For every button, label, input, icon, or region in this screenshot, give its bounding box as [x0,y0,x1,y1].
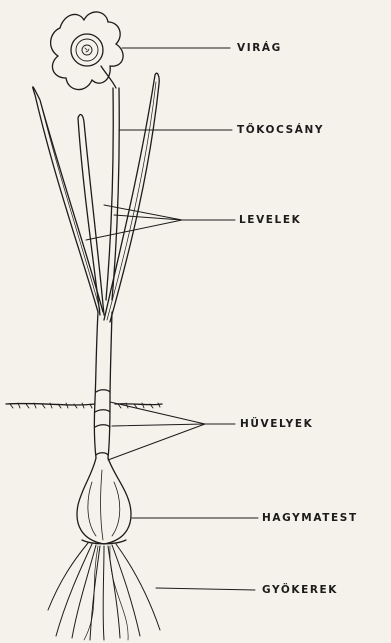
label-stalk: TŐKOCSÁNY [237,124,324,136]
ground-line [6,403,162,408]
roots [48,543,160,640]
label-flower: VIRÁG [237,42,282,54]
stalk [106,88,119,300]
label-sheaths: HÜVELYEK [240,418,313,430]
label-roots: GYÖKEREK [262,584,338,596]
bulb [77,458,131,544]
sheath-neck [94,312,112,458]
label-bulb: HAGYMATEST [262,512,358,524]
flower [51,12,124,90]
label-leaves: LEVELEK [239,214,301,226]
leaves [33,73,159,322]
